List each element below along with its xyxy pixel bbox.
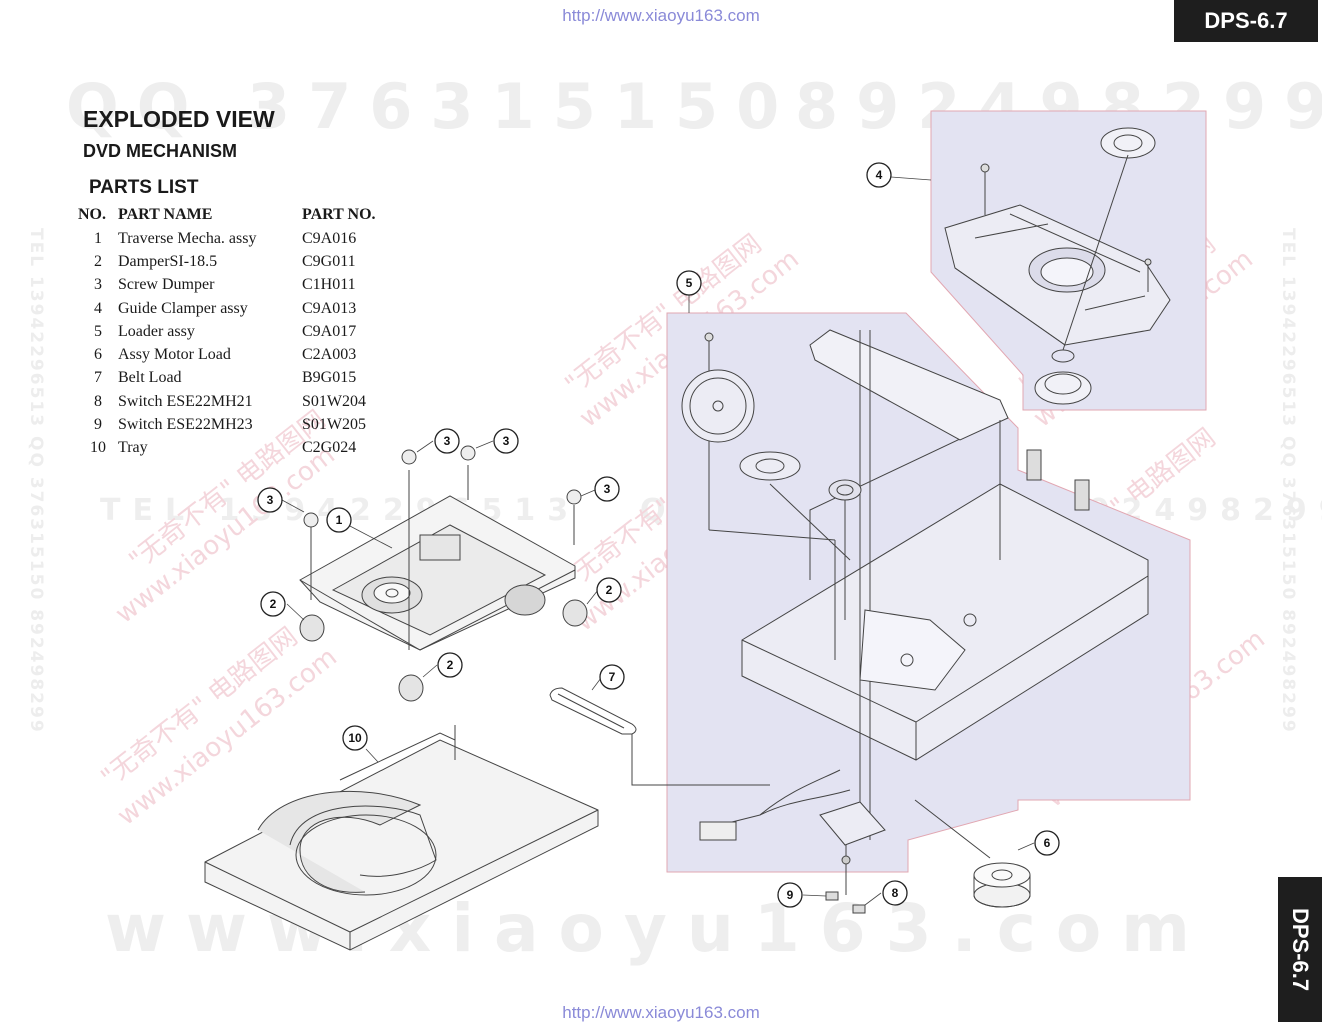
callout-7-label: 7 (609, 670, 616, 684)
callout-2b-label: 2 (606, 583, 613, 597)
row-name: Traverse Mecha. assy (118, 229, 257, 247)
row-name: Tray (118, 439, 148, 457)
row-no: 9 (94, 416, 102, 434)
row-part-no: C2A003 (302, 346, 357, 364)
row-name: Loader assy (118, 322, 195, 340)
callout-3b-label: 3 (444, 434, 451, 448)
row-no: 1 (94, 229, 102, 247)
callout-3c-label: 3 (503, 434, 510, 448)
row-name: DamperSI-18.5 (118, 252, 218, 270)
parts-table-header: NO. PART NAME PART NO. (78, 203, 402, 227)
header-part-name: PART NAME (118, 206, 213, 223)
model-badge-vertical-label: DPS-6.7 (1288, 907, 1313, 992)
row-no: 7 (94, 369, 102, 387)
callout-2c-label: 2 (447, 658, 454, 672)
table-row: 8 Switch ESE22MH21 S01W204 (78, 390, 402, 413)
parts-list-heading: PARTS LIST (89, 177, 199, 198)
callout-6-label: 6 (1044, 836, 1051, 850)
model-badge: DPS-6.7 (1174, 0, 1318, 42)
traverse-mecha-assy (299, 445, 588, 702)
row-name: Belt Load (118, 369, 182, 387)
callout-7: 7 (599, 664, 625, 690)
callout-6: 6 (1034, 830, 1060, 856)
row-no: 6 (94, 346, 102, 364)
page-subtitle: DVD MECHANISM (83, 141, 238, 161)
callout-3b: 3 (434, 428, 460, 454)
callout-8: 8 (882, 880, 908, 906)
row-name: Guide Clamper assy (118, 299, 248, 317)
callout-3a-label: 3 (267, 493, 274, 507)
table-row: 10 Tray C2G024 (78, 437, 402, 460)
row-part-no: S01W205 (302, 416, 366, 434)
row-name: Assy Motor Load (118, 346, 231, 364)
callout-4: 4 (866, 162, 892, 188)
row-no: 4 (94, 299, 102, 317)
callout-10-label: 10 (348, 731, 362, 745)
row-part-no: C9A016 (302, 229, 357, 247)
callout-3d-label: 3 (604, 482, 611, 496)
callout-3c: 3 (493, 428, 519, 454)
row-part-no: C1H011 (302, 276, 356, 294)
row-part-no: C9A017 (302, 322, 357, 340)
row-no: 5 (94, 322, 102, 340)
loader-assy (681, 329, 1149, 846)
row-no: 8 (94, 392, 102, 410)
row-name: Switch ESE22MH23 (118, 416, 253, 434)
row-name: Screw Dumper (118, 276, 215, 294)
callout-2a-label: 2 (270, 597, 277, 611)
row-part-no: B9G015 (302, 369, 357, 387)
table-row: 7 Belt Load B9G015 (78, 367, 402, 390)
table-row: 1 Traverse Mecha. assy C9A016 (78, 227, 402, 250)
top-url: http://www.xiaoyu163.com (562, 6, 760, 25)
row-part-no: S01W204 (302, 392, 366, 410)
motor-load (914, 799, 1031, 908)
header-part-no: PART NO. (302, 206, 376, 223)
table-row: 5 Loader assy C9A017 (78, 320, 402, 343)
belt-load (549, 687, 770, 786)
row-name: Switch ESE22MH21 (118, 392, 253, 410)
parts-table: NO. PART NAME PART NO. 1 Traverse Mecha. … (78, 203, 402, 460)
watermark-qq-left: QQ 376315150 (66, 70, 798, 143)
watermark-side-right: TEL 13942296513 QQ 376315150 892498299 (1278, 228, 1298, 734)
row-no: 2 (94, 252, 102, 270)
callout-4-label: 4 (876, 168, 883, 182)
callout-2b: 2 (596, 577, 622, 603)
callout-1-label: 1 (336, 513, 343, 527)
callout-2a: 2 (260, 591, 286, 617)
table-row: 9 Switch ESE22MH23 S01W205 (78, 413, 402, 436)
callout-9: 9 (777, 882, 803, 908)
row-part-no: C9A013 (302, 299, 357, 317)
table-row: 4 Guide Clamper assy C9A013 (78, 297, 402, 320)
row-no: 10 (90, 439, 106, 457)
header-no: NO. (78, 206, 106, 223)
callout-3a: 3 (257, 487, 283, 513)
table-row: 6 Assy Motor Load C2A003 (78, 343, 402, 366)
callout-8-label: 8 (892, 886, 899, 900)
table-row: 2 DamperSI-18.5 C9G011 (78, 250, 402, 273)
tray (204, 725, 599, 951)
row-part-no: C2G024 (302, 439, 357, 457)
table-row: 3 Screw Dumper C1H011 (78, 274, 402, 297)
row-no: 3 (94, 276, 102, 294)
callout-9-label: 9 (787, 888, 794, 902)
watermark-side-left: TEL 13942296513 QQ 376315150 892498299 (26, 228, 46, 734)
callout-3d: 3 (594, 476, 620, 502)
callout-1: 1 (326, 507, 352, 533)
callout-5-label: 5 (686, 276, 693, 290)
guide-clamper-assy (944, 127, 1171, 405)
callout-5: 5 (676, 270, 702, 296)
model-badge-vertical: DPS-6.7 (1278, 877, 1322, 1022)
row-part-no: C9G011 (302, 252, 356, 270)
page-title: EXPLODED VIEW (83, 106, 275, 132)
callouts: 4 5 1 2 2 2 3 3 3 3 6 7 8 9 10 (257, 162, 1060, 908)
bottom-url: http://www.xiaoyu163.com (562, 1003, 760, 1022)
switch-assemblies (825, 845, 866, 914)
callout-10: 10 (342, 725, 368, 751)
callout-2c: 2 (437, 652, 463, 678)
